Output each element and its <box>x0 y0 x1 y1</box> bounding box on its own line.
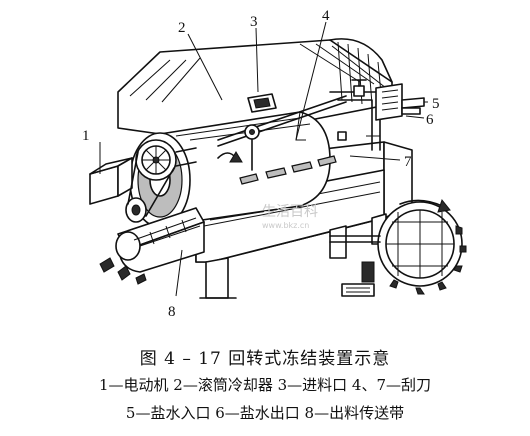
watermark-url: www.bkz.cn <box>262 221 309 230</box>
callout-5: 5 <box>432 96 440 112</box>
callout-1: 1 <box>82 128 90 144</box>
detail-cross-section <box>329 198 467 297</box>
discharge-conveyor <box>99 207 205 285</box>
callout-8: 8 <box>168 304 176 320</box>
callout-3: 3 <box>250 14 258 30</box>
figure-legend-line-1: 1—电动机 2—滚筒冷却器 3—进料口 4、7—刮刀 <box>98 376 432 394</box>
figure-legend-line-2: 5—盐水入口 6—盐水出口 8—出料传送带 <box>125 404 405 422</box>
callout-labels: 1 2 3 4 5 6 7 8 <box>82 8 440 320</box>
watermark: 生活百科 www.bkz.cn <box>262 204 318 230</box>
figure-caption-title: 图 4 – 17 回转式冻结装置示意 <box>139 349 391 369</box>
callout-leaders <box>99 21 428 297</box>
brine-pipes <box>329 79 425 151</box>
watermark-brand: 生活百科 <box>262 204 318 220</box>
callout-2: 2 <box>178 20 186 36</box>
callout-4: 4 <box>322 8 330 24</box>
rotary-freezer-diagram: 1 2 3 4 5 6 7 8 生活百科 www.bkz.cn <box>82 8 467 320</box>
scraper-blades <box>217 95 347 185</box>
callout-7: 7 <box>404 154 412 170</box>
callout-6: 6 <box>426 112 434 128</box>
